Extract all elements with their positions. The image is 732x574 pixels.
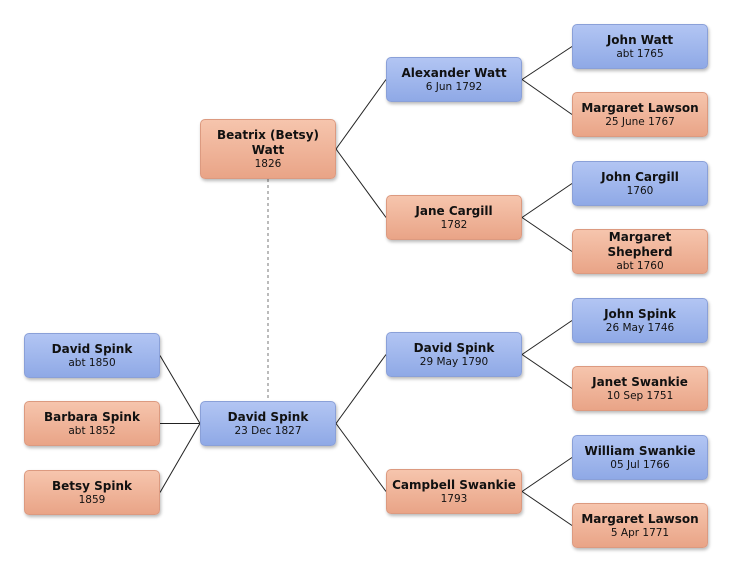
person-card-john-cargill[interactable]: John Cargill 1760 <box>572 161 708 206</box>
person-name: William Swankie <box>584 443 696 458</box>
person-name: Campbell Swankie <box>392 477 516 492</box>
person-date: 23 Dec 1827 <box>234 424 302 437</box>
person-card-betsy-spink[interactable]: Betsy Spink 1859 <box>24 470 160 515</box>
person-date: 25 June 1767 <box>605 115 675 128</box>
person-card-beatrix-watt[interactable]: Beatrix (Betsy) Watt 1826 <box>200 119 336 179</box>
parent-link-line <box>335 423 387 492</box>
person-date: 1782 <box>440 218 468 231</box>
child-link-line <box>159 423 201 493</box>
parent-link-line <box>335 79 387 150</box>
person-card-john-watt[interactable]: John Watt abt 1765 <box>572 24 708 69</box>
person-date: 5 Apr 1771 <box>610 526 670 539</box>
person-date: 29 May 1790 <box>419 355 489 368</box>
child-link-line <box>159 355 201 424</box>
parent-link-line <box>335 148 387 218</box>
person-card-david-spink-abt-1850[interactable]: David Spink abt 1850 <box>24 333 160 378</box>
person-card-campbell-swankie[interactable]: Campbell Swankie 1793 <box>386 469 522 514</box>
person-date: 05 Jul 1766 <box>610 458 670 471</box>
person-date: abt 1765 <box>616 47 664 60</box>
person-date: 1859 <box>78 493 106 506</box>
person-card-margaret-shepherd[interactable]: Margaret Shepherd abt 1760 <box>572 229 708 274</box>
person-date: 26 May 1746 <box>605 321 675 334</box>
person-card-janet-swankie[interactable]: Janet Swankie 10 Sep 1751 <box>572 366 708 411</box>
person-name: David Spink <box>51 341 133 356</box>
parent-link-line <box>521 217 573 252</box>
person-name: Janet Swankie <box>592 374 688 389</box>
person-card-jane-cargill[interactable]: Jane Cargill 1782 <box>386 195 522 240</box>
person-name: David Spink <box>413 340 495 355</box>
person-card-david-spink-1827[interactable]: David Spink 23 Dec 1827 <box>200 401 336 446</box>
parent-link-line <box>335 354 387 424</box>
parent-link-line <box>521 79 573 115</box>
person-date: 10 Sep 1751 <box>606 389 674 402</box>
person-card-william-swankie[interactable]: William Swankie 05 Jul 1766 <box>572 435 708 480</box>
parent-link-line <box>521 457 573 492</box>
person-card-barbara-spink[interactable]: Barbara Spink abt 1852 <box>24 401 160 446</box>
person-date: abt 1852 <box>68 424 116 437</box>
parent-link-line <box>521 320 573 355</box>
parent-link-line <box>521 46 573 80</box>
person-date: abt 1850 <box>68 356 116 369</box>
person-name: David Spink <box>227 409 309 424</box>
parent-link-line <box>521 491 573 526</box>
person-name: Jane Cargill <box>415 203 493 218</box>
person-date: abt 1760 <box>616 260 664 272</box>
person-date: 1793 <box>440 492 468 505</box>
person-name: Margaret Lawson <box>581 511 699 526</box>
person-name: Betsy Spink <box>51 478 133 493</box>
person-card-david-spink-1790[interactable]: David Spink 29 May 1790 <box>386 332 522 377</box>
person-date: 1826 <box>254 157 282 170</box>
person-date: 1760 <box>626 184 654 197</box>
person-name: Barbara Spink <box>44 409 140 424</box>
parent-link-line <box>521 354 573 389</box>
person-name: Margaret Lawson <box>581 100 699 115</box>
person-name: John Cargill <box>601 169 679 184</box>
person-name: Margaret Shepherd <box>607 230 673 259</box>
person-name: John Spink <box>604 306 676 321</box>
parent-link-line <box>521 183 573 218</box>
person-name: John Watt <box>606 32 674 47</box>
person-name: Beatrix (Betsy) Watt <box>216 127 320 157</box>
person-name: Alexander Watt <box>401 65 507 80</box>
person-card-margaret-lawson-1767[interactable]: Margaret Lawson 25 June 1767 <box>572 92 708 137</box>
person-card-margaret-lawson-1771[interactable]: Margaret Lawson 5 Apr 1771 <box>572 503 708 548</box>
person-card-john-spink[interactable]: John Spink 26 May 1746 <box>572 298 708 343</box>
person-date: 6 Jun 1792 <box>425 80 483 93</box>
person-card-alexander-watt[interactable]: Alexander Watt 6 Jun 1792 <box>386 57 522 102</box>
